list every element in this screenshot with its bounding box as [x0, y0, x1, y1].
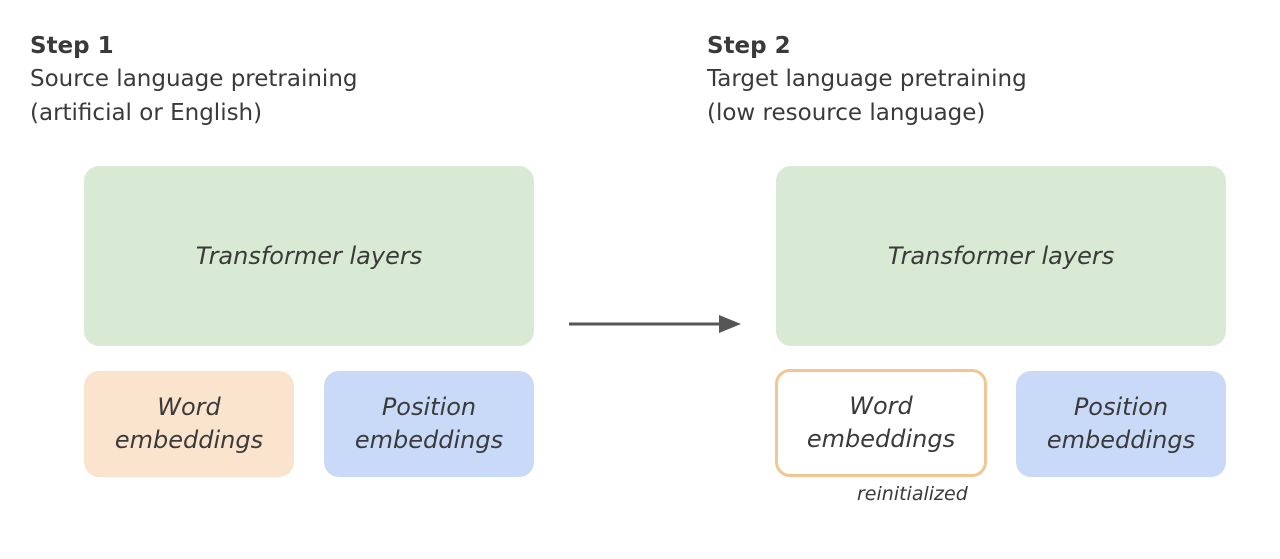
reinitialized-note: reinitialized [857, 483, 968, 505]
step-2-title: Step 2 [707, 33, 791, 59]
right-arrow-icon [569, 315, 741, 333]
step-2-description-line-1: Target language pretraining [707, 66, 1027, 92]
left-word-embeddings-line-2: embeddings [114, 426, 264, 454]
left-position-embeddings-box: Position embeddings [324, 371, 534, 477]
left-position-embeddings-label: Position embeddings [355, 391, 503, 457]
right-position-embeddings-label: Position embeddings [1047, 391, 1195, 457]
right-transformer-layers-box: Transformer layers [776, 166, 1226, 346]
right-word-embeddings-line-2: embeddings [806, 425, 956, 453]
step-2-header: Step 2 Target language pretraining (low … [707, 30, 1027, 130]
left-word-embeddings-label: Word embeddings [115, 391, 263, 457]
step-1-description-line-1: Source language pretraining [30, 66, 358, 92]
right-word-embeddings-line-1: Word [849, 392, 913, 420]
right-position-embeddings-line-1: Position [1073, 393, 1169, 421]
step-2-description-line-2: (low resource language) [707, 100, 986, 126]
left-position-embeddings-line-1: Position [381, 393, 477, 421]
left-position-embeddings-line-2: embeddings [354, 426, 504, 454]
right-word-embeddings-box: Word embeddings [775, 369, 987, 477]
right-position-embeddings-line-2: embeddings [1046, 426, 1196, 454]
left-word-embeddings-box: Word embeddings [84, 371, 294, 477]
right-position-embeddings-box: Position embeddings [1016, 371, 1226, 477]
step-1-header: Step 1 Source language pretraining (arti… [30, 30, 358, 130]
left-word-embeddings-line-1: Word [157, 393, 221, 421]
right-word-embeddings-label: Word embeddings [807, 390, 955, 456]
right-transformer-layers-label: Transformer layers [887, 241, 1115, 270]
left-transformer-layers-box: Transformer layers [84, 166, 534, 346]
left-transformer-layers-label: Transformer layers [195, 241, 423, 270]
arrow-head [719, 315, 741, 333]
step-1-title: Step 1 [30, 33, 114, 59]
step-1-description-line-2: (artificial or English) [30, 100, 263, 126]
